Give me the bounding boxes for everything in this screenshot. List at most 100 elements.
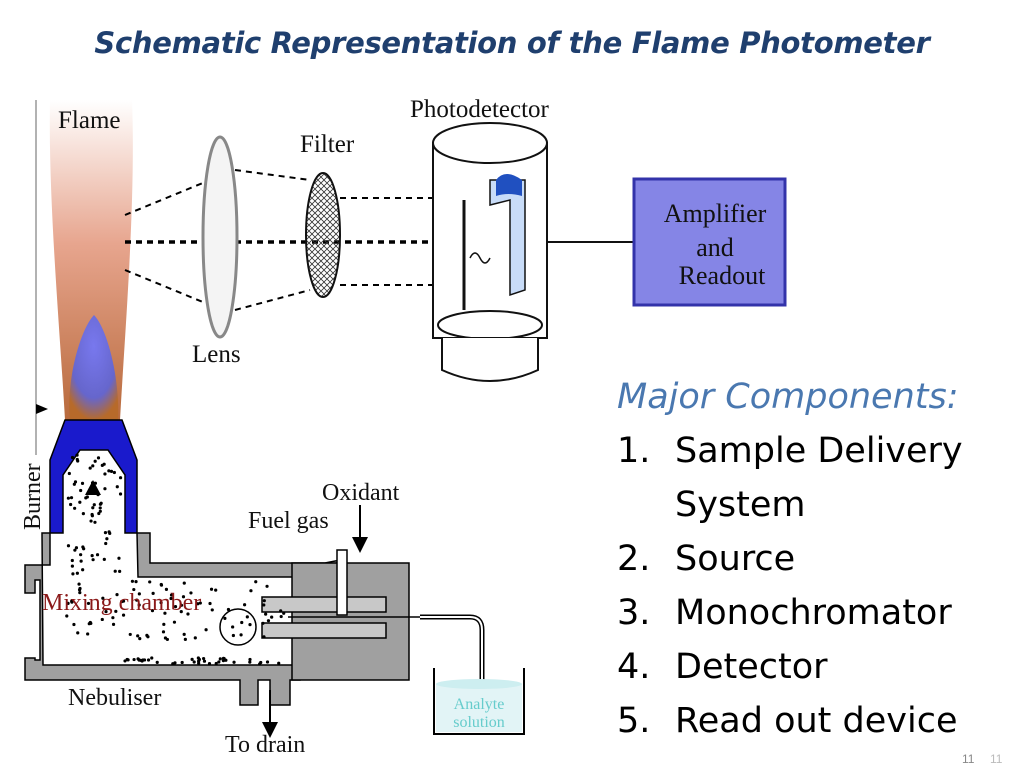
- droplet: [137, 592, 141, 596]
- droplet: [254, 580, 258, 584]
- flame-label: Flame: [58, 107, 121, 134]
- lens: [201, 135, 239, 339]
- droplet: [75, 571, 79, 575]
- droplet: [105, 537, 109, 541]
- item-number: 2.: [617, 539, 651, 579]
- droplet: [86, 601, 91, 606]
- droplet: [91, 506, 95, 510]
- list-item-continuation: System: [617, 478, 963, 532]
- impact-bead: [219, 608, 257, 646]
- droplet: [67, 471, 71, 476]
- droplet: [66, 601, 70, 605]
- droplet: [179, 610, 183, 614]
- up-arrow: [85, 480, 101, 495]
- droplet: [125, 657, 129, 662]
- droplet: [99, 501, 103, 505]
- major-components-list: Major Components: 1.Sample Delivery Syst…: [617, 370, 963, 748]
- droplet: [193, 636, 197, 640]
- droplet: [88, 466, 92, 470]
- droplet: [78, 586, 82, 591]
- droplet: [270, 615, 274, 619]
- droplet: [159, 583, 164, 587]
- droplet: [90, 512, 94, 517]
- item-label: Source: [675, 539, 796, 579]
- droplet: [221, 658, 226, 663]
- droplet: [118, 492, 123, 496]
- droplet: [92, 503, 96, 507]
- droplet: [96, 493, 100, 497]
- droplet: [115, 593, 119, 597]
- droplet: [173, 661, 177, 665]
- droplet: [182, 632, 186, 636]
- droplet: [102, 557, 106, 561]
- droplet: [150, 656, 154, 660]
- oxidant-label: Oxidant: [322, 480, 400, 506]
- droplet: [151, 591, 155, 595]
- droplet: [73, 548, 77, 552]
- droplet: [209, 587, 214, 591]
- droplet: [104, 541, 108, 546]
- amplifier-label-2: and: [696, 233, 734, 262]
- droplet: [75, 453, 79, 457]
- droplet: [96, 456, 101, 460]
- droplet: [137, 603, 141, 607]
- fuel-gas-label: Fuel gas: [248, 508, 329, 534]
- droplet: [103, 472, 107, 476]
- item-label: Detector: [675, 647, 828, 687]
- droplet: [103, 487, 107, 491]
- droplet: [259, 660, 263, 665]
- list-item: 1.Sample Delivery: [617, 424, 963, 478]
- droplet: [208, 601, 212, 606]
- droplet: [81, 545, 85, 549]
- droplet: [93, 520, 97, 524]
- droplet: [93, 459, 97, 463]
- droplet: [145, 633, 149, 637]
- droplet: [135, 598, 139, 602]
- droplet: [107, 530, 111, 534]
- droplet: [245, 615, 249, 619]
- item-label: Monochromator: [675, 593, 952, 633]
- droplet: [180, 660, 184, 665]
- droplet: [150, 608, 155, 613]
- lens-label: Lens: [192, 341, 241, 368]
- droplet: [121, 599, 126, 603]
- droplet: [72, 622, 76, 627]
- droplet: [86, 632, 90, 636]
- droplet: [183, 637, 187, 641]
- droplet: [136, 634, 140, 638]
- droplet: [98, 509, 102, 513]
- droplet: [248, 622, 252, 627]
- filter-label: Filter: [300, 131, 355, 158]
- droplet: [197, 657, 201, 662]
- droplet: [262, 603, 266, 607]
- droplet: [223, 616, 227, 620]
- nebuliser-label: Nebuliser: [68, 685, 161, 711]
- droplet: [91, 464, 95, 468]
- droplet: [101, 596, 105, 600]
- droplet: [107, 469, 111, 473]
- droplet: [95, 553, 100, 557]
- droplet: [90, 554, 94, 558]
- item-label: Sample Delivery: [675, 431, 963, 471]
- photodetector-label: Photodetector: [410, 96, 550, 123]
- droplet: [140, 659, 144, 663]
- droplet: [104, 610, 108, 614]
- droplet: [169, 596, 173, 601]
- droplet: [164, 587, 169, 591]
- amplifier-label-1: Amplifier: [664, 199, 767, 228]
- amplifier-label-3: Readout: [679, 261, 766, 290]
- droplet: [73, 506, 77, 510]
- droplet: [226, 607, 231, 612]
- droplet: [265, 660, 270, 664]
- flame-inner-cone: [69, 315, 119, 420]
- droplet: [163, 611, 167, 615]
- droplet: [78, 591, 82, 595]
- photodetector: [432, 122, 548, 382]
- filter: [305, 172, 341, 298]
- droplet: [146, 658, 151, 662]
- droplet: [66, 544, 71, 548]
- droplet: [202, 659, 207, 663]
- droplet: [69, 496, 74, 500]
- droplet: [264, 612, 268, 616]
